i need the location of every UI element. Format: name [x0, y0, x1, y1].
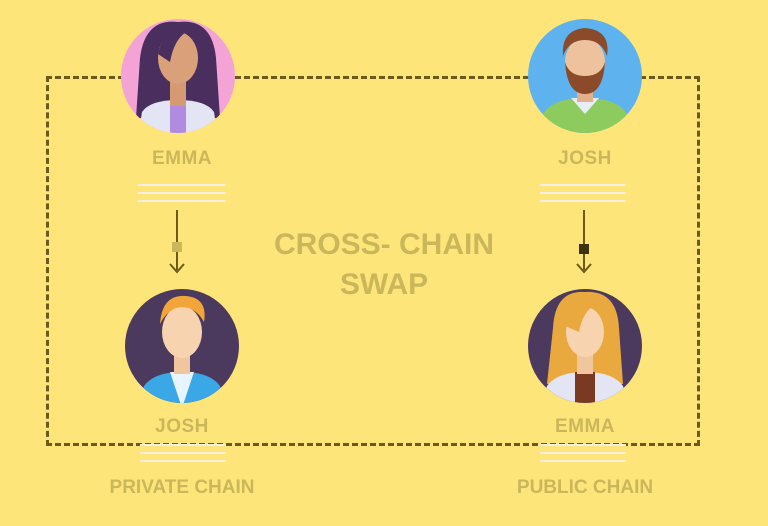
- person-name-josh: JOSH: [155, 416, 209, 437]
- arrow-down-icon: [576, 210, 592, 274]
- text-lines-icon: [138, 184, 226, 202]
- private-chain-label: PRIVATE CHAIN: [109, 477, 255, 498]
- person-name-emma: EMMA: [151, 148, 213, 169]
- dashed-frame: [46, 76, 700, 446]
- public-chain-label: PUBLIC CHAIN: [516, 477, 654, 498]
- title-line-1: CROSS- CHAIN: [273, 228, 494, 261]
- text-lines-icon: [140, 444, 226, 462]
- diagram-title: CROSS- CHAIN SWAP: [250, 225, 518, 305]
- woman-avatar-icon: [121, 19, 235, 133]
- bearded-man-avatar-icon: [528, 19, 642, 133]
- text-lines-icon: [540, 184, 626, 202]
- text-lines-icon: [540, 444, 626, 462]
- blonde-woman-avatar-icon: [528, 289, 642, 403]
- person-name-emma: EMMA: [554, 416, 616, 437]
- person-name-josh: JOSH: [558, 148, 612, 169]
- title-line-2: SWAP: [339, 268, 429, 301]
- arrow-down-icon: [169, 210, 185, 274]
- man-avatar-icon: [125, 289, 239, 403]
